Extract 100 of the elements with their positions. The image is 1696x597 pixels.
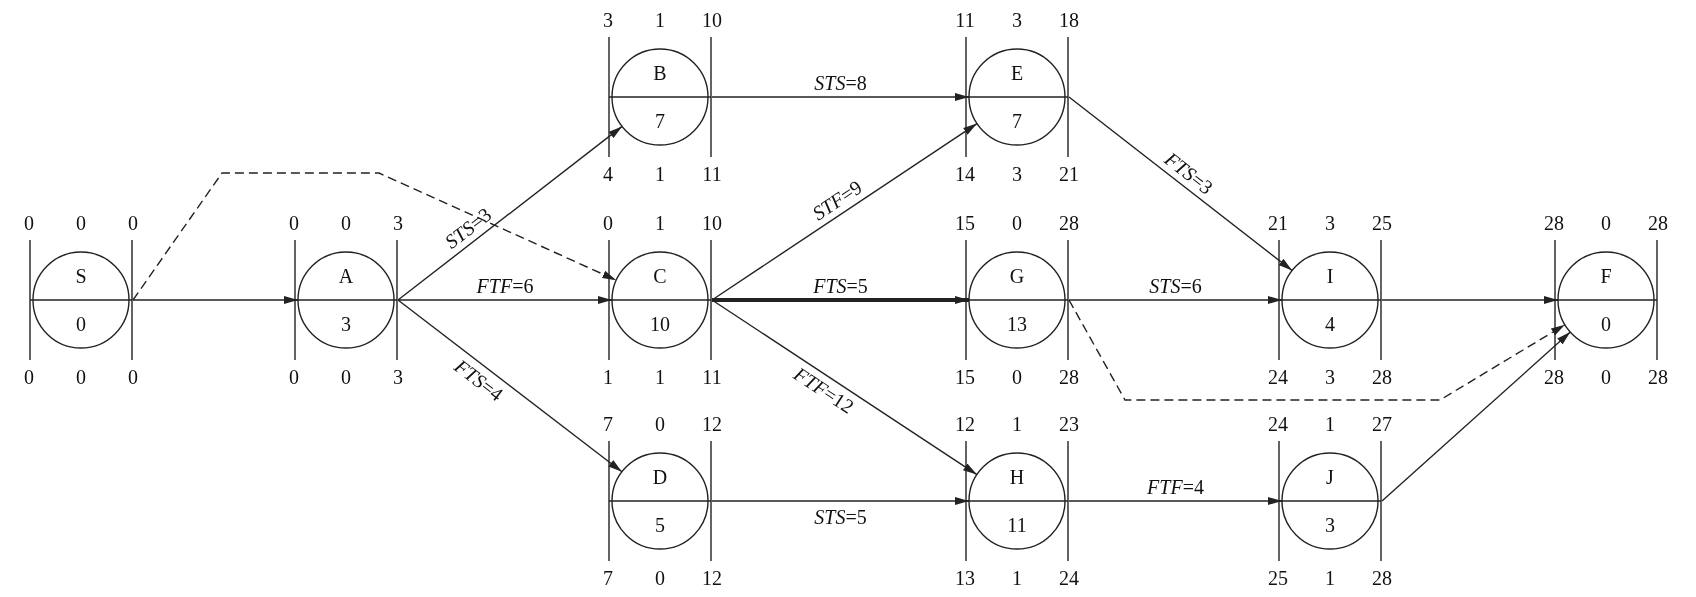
time-parameter: 15 [955,213,975,233]
time-parameter: 28 [1544,213,1564,233]
activity-node [608,441,712,561]
time-parameter: 0 [1601,213,1611,233]
arrow [712,296,969,304]
duration: 3 [1325,515,1335,535]
time-parameter: 25 [1372,213,1392,233]
time-parameter: 0 [76,213,86,233]
activity-name: B [653,63,667,83]
time-parameter: 3 [393,213,403,233]
dashed-arrow [1068,299,1566,401]
duration: 3 [341,314,351,334]
duration: 7 [655,111,665,131]
time-parameter: 1 [655,164,665,184]
arrow [397,125,623,301]
time-parameter: 3 [1325,213,1335,233]
time-parameter: 28 [1544,367,1564,387]
time-parameter: 0 [128,213,138,233]
duration: 13 [1007,314,1027,334]
edge-label: FTS=4 [449,354,509,406]
time-parameter: 28 [1059,367,1079,387]
time-parameter: 1 [1012,414,1022,434]
activity-name: E [1010,63,1024,83]
time-parameter: 0 [1601,367,1611,387]
time-parameter: 3 [393,367,403,387]
activity-node [965,37,1069,157]
time-parameter: 3 [1325,367,1335,387]
time-parameter: 28 [1372,568,1392,588]
time-parameter: 24 [1268,414,1288,434]
time-parameter: 0 [24,213,34,233]
time-parameter: 7 [603,414,613,434]
time-parameter: 28 [1372,367,1392,387]
duration: 4 [1325,314,1335,334]
time-parameter: 7 [603,568,613,588]
duration: 11 [1007,515,1027,535]
duration: 10 [650,314,670,334]
activity-name: A [338,266,354,286]
time-parameter: 0 [1012,213,1022,233]
edge-label: STS=3 [439,203,497,254]
edge-label: STS=5 [813,507,868,527]
activity-name: I [1326,266,1334,286]
time-parameter: 15 [955,367,975,387]
edge-label: STS=6 [1148,276,1203,296]
time-parameter: 0 [655,568,665,588]
edge-label: FTS=3 [1159,146,1219,199]
time-parameter: 0 [24,367,34,387]
edge-label: FTF=6 [475,276,535,296]
time-parameter: 0 [341,213,351,233]
activity-name: C [653,266,667,286]
time-parameter: 12 [955,414,975,434]
time-parameter: 1 [1325,568,1335,588]
time-parameter: 12 [702,568,722,588]
time-parameter: 0 [1012,367,1022,387]
time-parameter: 24 [1268,367,1288,387]
activity-node [1278,441,1382,561]
arrow [1068,96,1293,272]
activity-name: D [652,467,668,487]
activity-node [608,37,712,157]
activity-name: H [1009,467,1025,487]
activity-node [1554,240,1658,360]
time-parameter: 27 [1372,414,1392,434]
duration: 0 [1601,314,1611,334]
time-parameter: 1 [603,367,613,387]
time-parameter: 21 [1268,213,1288,233]
time-parameter: 0 [341,367,351,387]
time-parameter: 0 [603,213,613,233]
activity-name: F [1600,266,1612,286]
time-parameter: 3 [1012,164,1022,184]
activity-name: G [1009,266,1025,286]
activity-node [1278,240,1382,360]
time-parameter: 0 [128,367,138,387]
time-parameter: 28 [1648,213,1668,233]
time-parameter: 24 [1059,568,1079,588]
activity-node [29,240,133,360]
arrow [397,299,623,473]
time-parameter: 0 [289,213,299,233]
time-parameter: 23 [1059,414,1079,434]
time-parameter: 11 [702,164,722,184]
arrow [1381,331,1571,502]
time-parameter: 0 [655,414,665,434]
time-parameter: 1 [1012,568,1022,588]
dashed-arrow [132,172,617,301]
time-parameter: 4 [603,164,613,184]
activity-node [294,240,398,360]
time-parameter: 28 [1059,213,1079,233]
arrow [711,299,978,476]
duration: 7 [1012,111,1022,131]
activity-name: S [75,266,87,286]
edge-label: STF=9 [806,175,867,225]
time-parameter: 1 [655,10,665,30]
duration: 0 [76,314,86,334]
arrow [711,122,978,301]
time-parameter: 11 [955,10,975,30]
time-parameter: 28 [1648,367,1668,387]
time-parameter: 11 [702,367,722,387]
time-parameter: 1 [655,367,665,387]
edge-label: FTF=4 [1146,477,1205,497]
time-parameter: 12 [702,414,722,434]
activity-node [965,441,1069,561]
time-parameter: 1 [655,213,665,233]
